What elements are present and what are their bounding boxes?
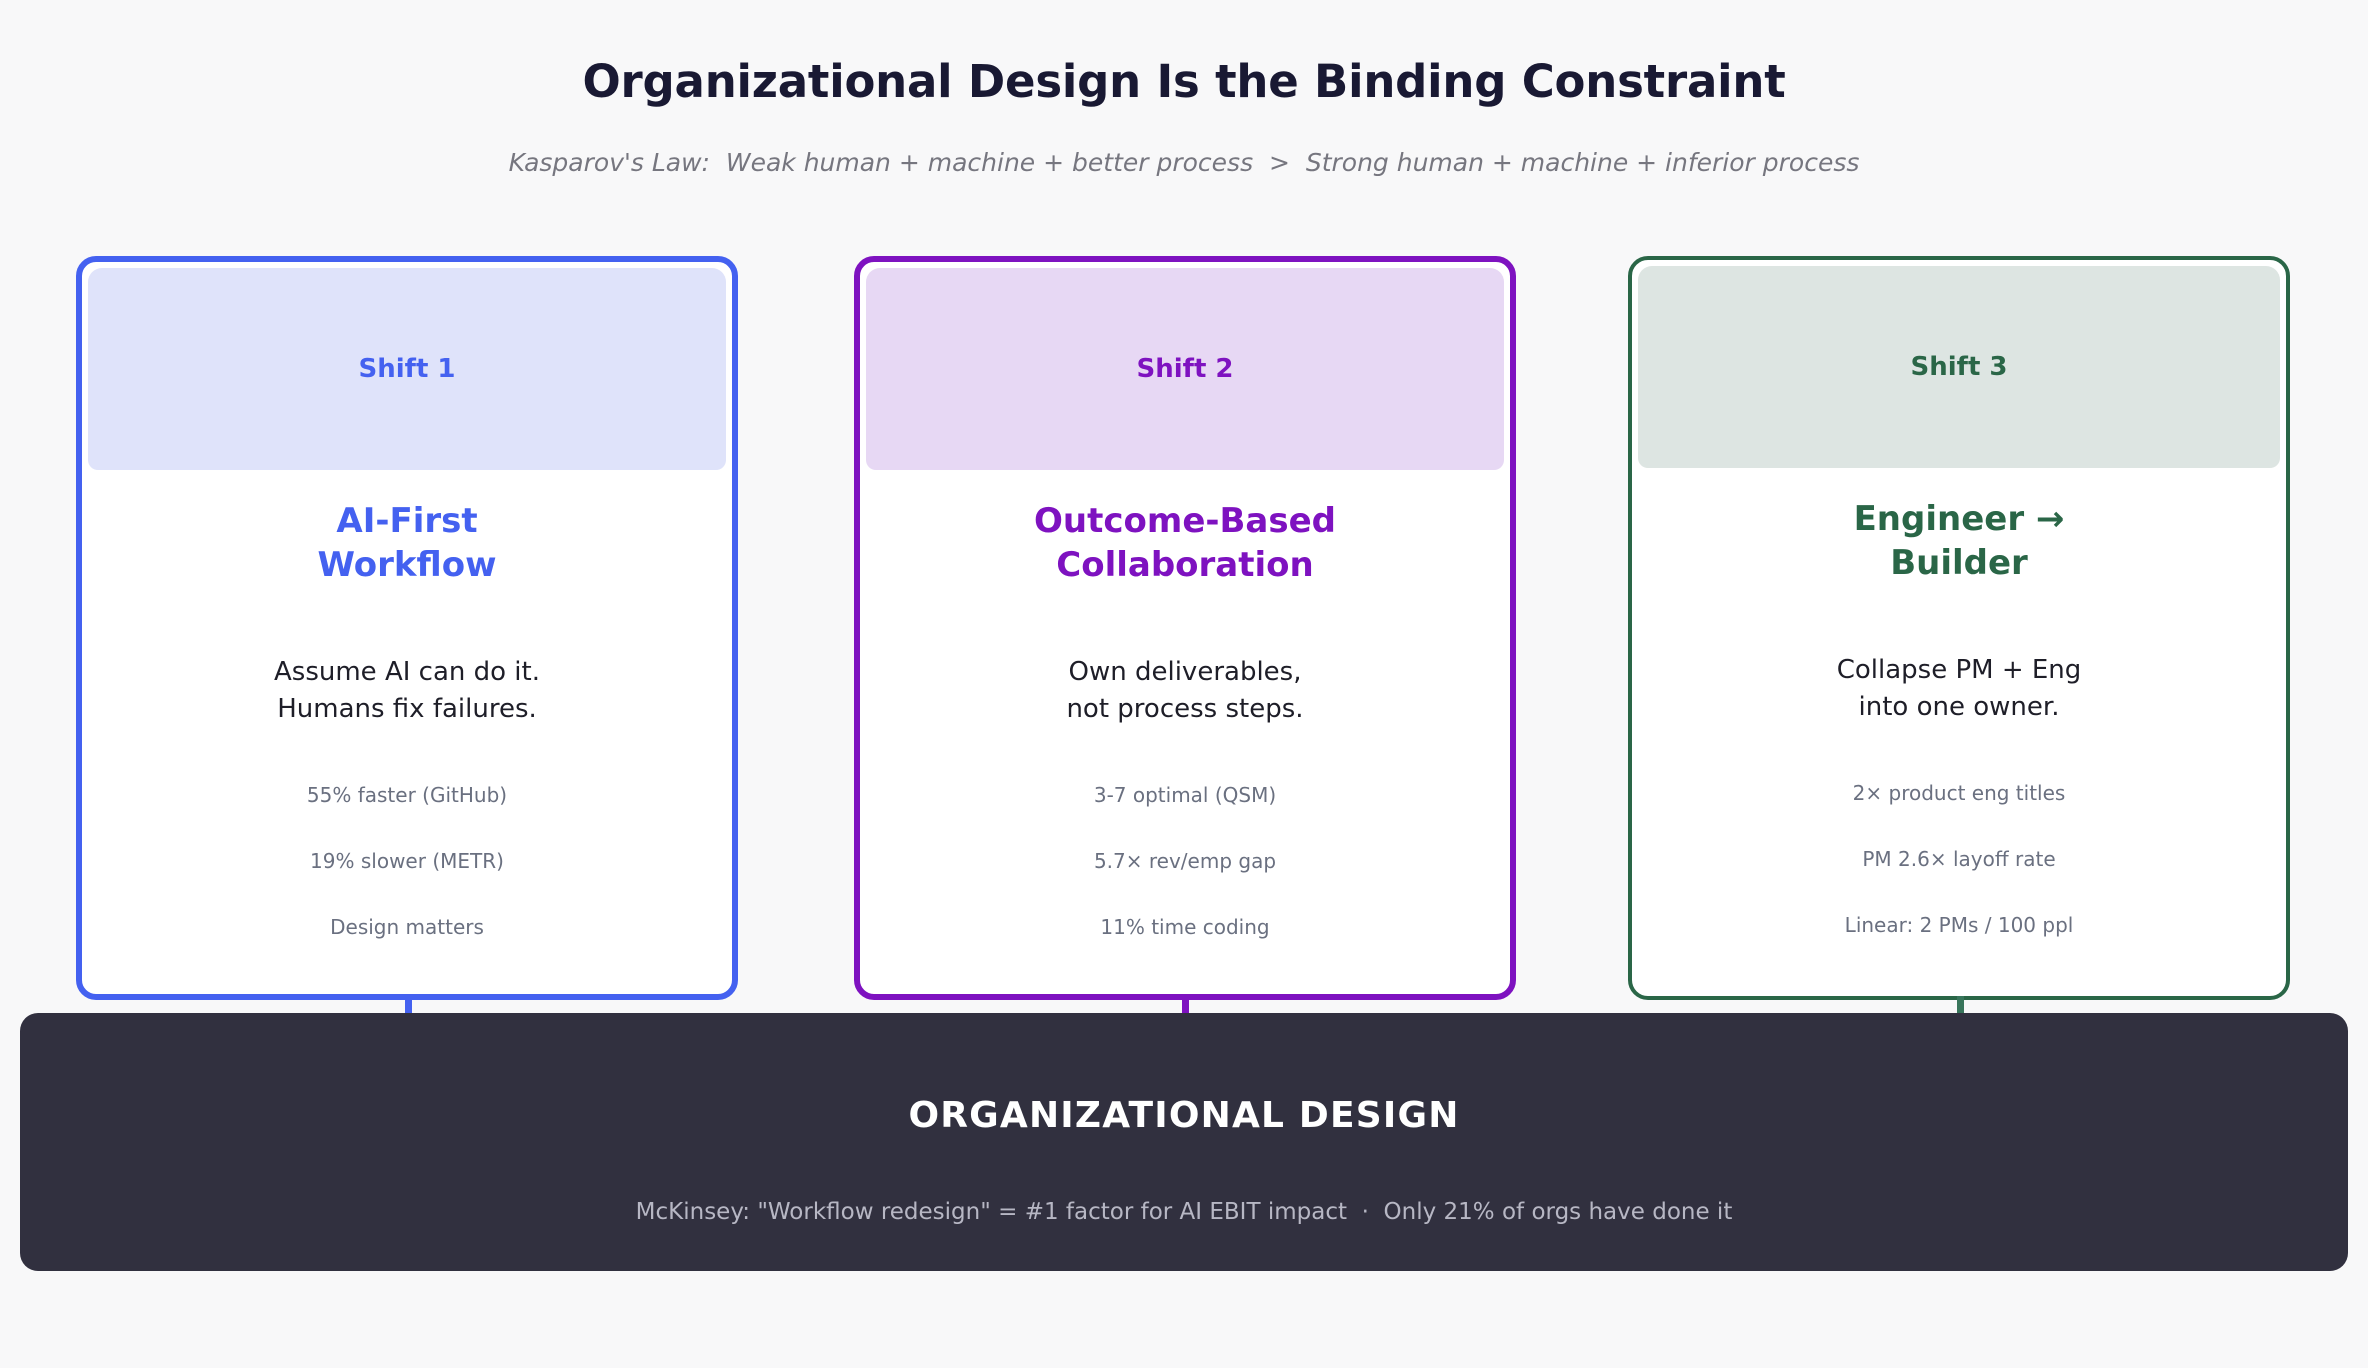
shift-card-3-band: Shift 3 [1638, 266, 2280, 468]
shift-card-1-heading: AI-First Workflow [317, 501, 497, 585]
arrow-shaft [1182, 996, 1189, 1024]
page-title: Organizational Design Is the Binding Con… [582, 55, 1786, 108]
shift-card-3-heading: Engineer → Builder [1853, 499, 2065, 583]
shift-card-2-body: Own deliverables, not process steps. [1066, 657, 1304, 724]
shift-cards-row: Shift 1 AI-First Workflow Assume AI can … [0, 256, 2368, 1000]
shift-card-3[interactable]: Shift 3 Engineer → Builder Collapse PM +… [1628, 256, 2290, 1000]
shift-card-1[interactable]: Shift 1 AI-First Workflow Assume AI can … [76, 256, 738, 1000]
shift-card-2-band: Shift 2 [866, 268, 1504, 470]
subtitle-left-clause: Weak human + machine + better process [709, 148, 1254, 177]
stat-line: 5.7× rev/emp gap [1093, 849, 1277, 873]
shift-card-1-band: Shift 1 [88, 268, 726, 470]
stat-line: Linear: 2 PMs / 100 ppl [1844, 913, 2074, 937]
stat-line: 19% slower (METR) [310, 849, 504, 873]
shift-card-2[interactable]: Shift 2 Outcome-Based Collaboration Own … [854, 256, 1516, 1000]
shift-card-1-stats: 55% faster (GitHub) 19% slower (METR) De… [82, 762, 732, 960]
shift-card-2-heading: Outcome-Based Collaboration [1034, 501, 1336, 585]
shift-card-3-stats: 2× product eng titles PM 2.6× layoff rat… [1632, 760, 2286, 958]
stat-line: 11% time coding [1100, 915, 1270, 939]
bottom-bar-note: McKinsey: "Workflow redesign" = #1 facto… [20, 1199, 2348, 1225]
subtitle-operator: > [1253, 148, 1306, 177]
stat-line: PM 2.6× layoff rate [1862, 847, 2056, 871]
shift-card-1-band-label: Shift 1 [358, 354, 456, 384]
shift-card-1-body: Assume AI can do it. Humans fix failures… [274, 657, 540, 724]
stat-line: Design matters [330, 915, 484, 939]
shift-card-3-band-label: Shift 3 [1910, 352, 2008, 382]
bottom-note-right: Only 21% of orgs have done it [1383, 1199, 1733, 1225]
stat-line: 3-7 optimal (QSM) [1093, 783, 1277, 807]
subtitle-law-label: Kasparov's Law: [508, 148, 710, 177]
page-subtitle: Kasparov's Law: Weak human + machine + b… [0, 148, 2368, 177]
shift-card-2-stats: 3-7 optimal (QSM) 5.7× rev/emp gap 11% t… [860, 762, 1510, 960]
bottom-bar-title: ORGANIZATIONAL DESIGN [908, 1095, 1460, 1136]
bottom-note-separator: · [1346, 1199, 1384, 1225]
stat-line: 55% faster (GitHub) [306, 783, 508, 807]
subtitle-right-clause: Strong human + machine + inferior proces… [1305, 148, 1860, 177]
shift-card-3-body: Collapse PM + Eng into one owner. [1836, 655, 2082, 722]
arrow-shaft [1957, 996, 1964, 1024]
stat-line: 2× product eng titles [1852, 781, 2066, 805]
arrow-shaft [405, 996, 412, 1024]
shift-card-2-band-label: Shift 2 [1136, 354, 1234, 384]
bottom-summary-bar: ORGANIZATIONAL DESIGN McKinsey: "Workflo… [20, 1013, 2348, 1271]
bottom-note-left: McKinsey: "Workflow redesign" = #1 facto… [635, 1199, 1347, 1225]
